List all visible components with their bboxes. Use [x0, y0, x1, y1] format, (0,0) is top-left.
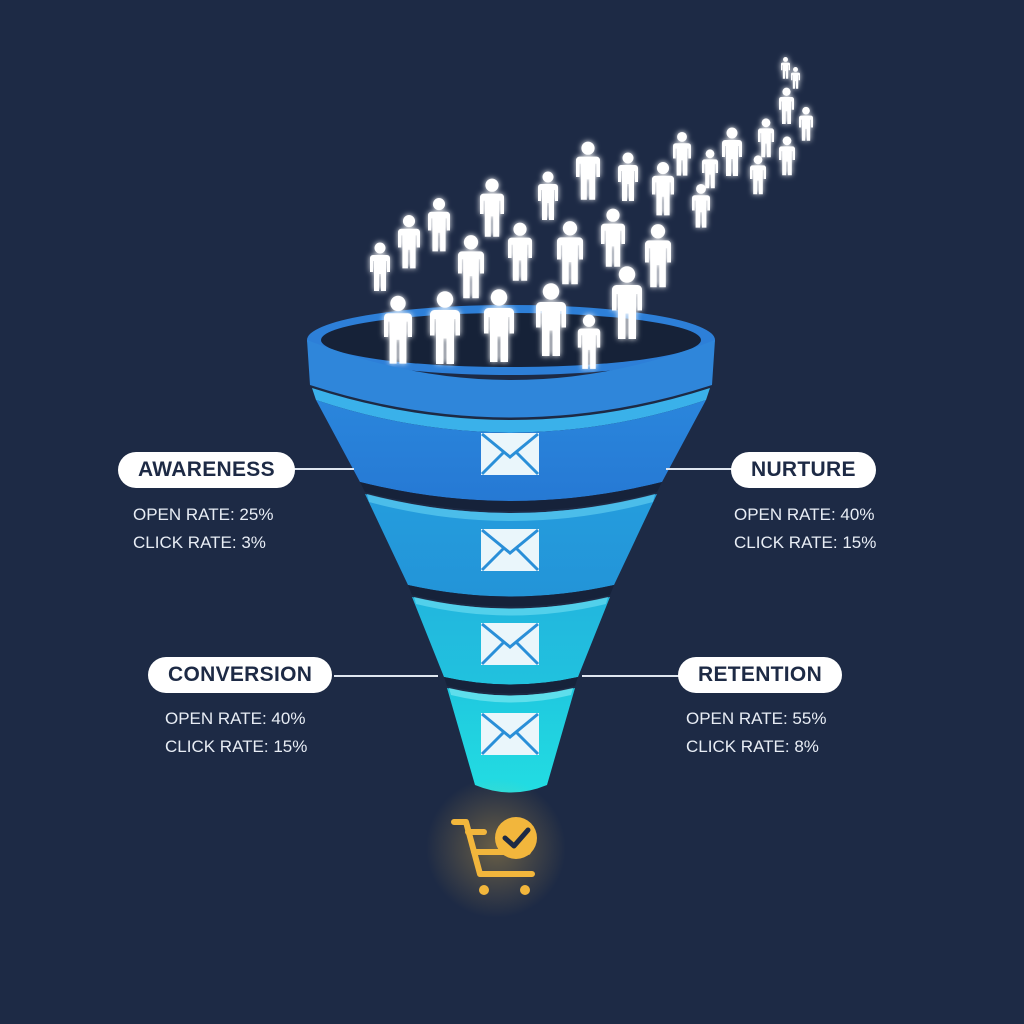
stage-label-retention: RETENTION: [678, 657, 843, 693]
connector-conversion: [334, 675, 438, 677]
open-rate: OPEN RATE: 40%: [165, 709, 306, 728]
metrics-nurture: OPEN RATE: 40% CLICK RATE: 15%: [734, 501, 876, 557]
connector-awareness: [288, 468, 354, 470]
click-rate: CLICK RATE: 15%: [165, 737, 308, 756]
envelope-icon: [479, 712, 541, 756]
click-rate: CLICK RATE: 15%: [734, 533, 877, 552]
open-rate: OPEN RATE: 25%: [133, 505, 274, 524]
connector-nurture: [666, 468, 732, 470]
envelope-icon: [479, 432, 541, 476]
connector-retention: [582, 675, 682, 677]
open-rate: OPEN RATE: 40%: [734, 505, 875, 524]
stage-label-awareness: AWARENESS: [118, 452, 295, 488]
stage-label-nurture: NURTURE: [731, 452, 876, 488]
people-crowd-icon: [370, 56, 813, 369]
click-rate: CLICK RATE: 3%: [133, 533, 266, 552]
envelope-icon: [479, 622, 541, 666]
click-rate: CLICK RATE: 8%: [686, 737, 819, 756]
metrics-retention: OPEN RATE: 55% CLICK RATE: 8%: [686, 705, 826, 761]
metrics-conversion: OPEN RATE: 40% CLICK RATE: 15%: [165, 705, 307, 761]
metrics-awareness: OPEN RATE: 25% CLICK RATE: 3%: [133, 501, 273, 557]
shopping-cart-check-icon: [451, 817, 537, 895]
stage-label-conversion: CONVERSION: [148, 657, 333, 693]
open-rate: OPEN RATE: 55%: [686, 709, 827, 728]
envelope-icon: [479, 528, 541, 572]
